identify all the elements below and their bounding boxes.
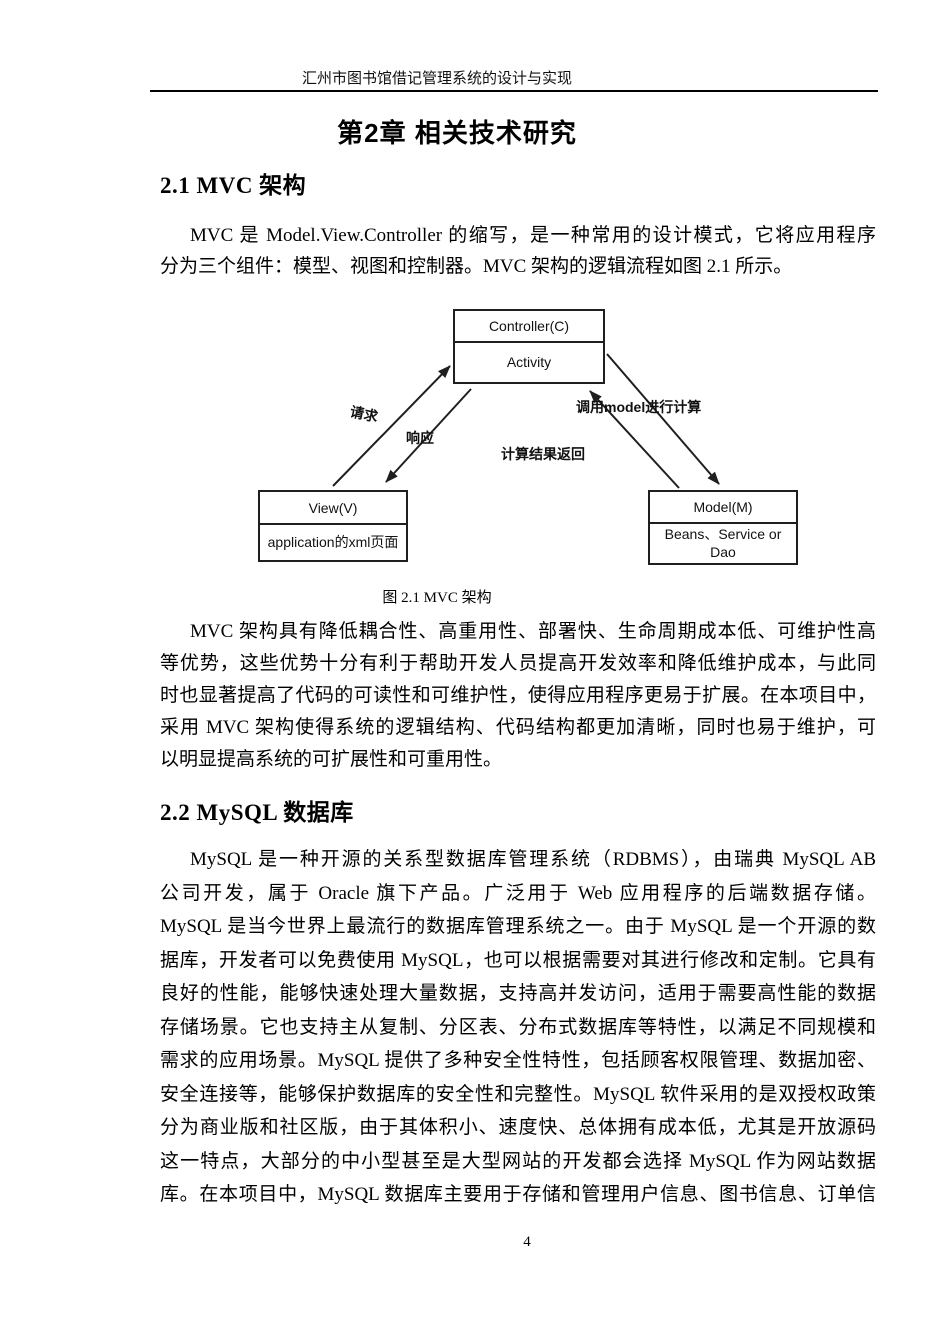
model-box-body: Beans、Service or Dao — [664, 526, 782, 560]
text-line: 公司开发，属于 Oracle 旗下产品。广泛用于 Web 应用程序的后端数据存储… — [160, 882, 876, 904]
paragraph-mvc-benefits: MVC 架构具有降低耦合性、高重用性、部署快、生命周期成本低、可维护性高等优势，… — [160, 616, 876, 776]
text-line: 采用 MVC 架构使得系统的逻辑结构、代码结构都更加清晰，同时也易于维护，可 — [160, 717, 876, 738]
model-box-title: Model(M) — [650, 492, 796, 524]
arrow-label-result-return: 计算结果返回 — [501, 446, 585, 462]
section-heading-2-1: 2.1 MVC 架构 — [160, 173, 307, 198]
view-box: View(V) application的xml页面 — [258, 490, 408, 562]
text-line: 存储场景。它也支持主从复制、分区表、分布式数据库等特性，以满足不同规模和 — [160, 1016, 876, 1038]
text-line: 库。在本项目中，MySQL 数据库主要用于存储和管理用户信息、图书信息、订单信 — [160, 1184, 876, 1205]
arrow-label-response: 响应 — [406, 430, 434, 446]
view-box-body: application的xml页面 — [267, 533, 399, 550]
text-line: 这一特点，大部分的中小型甚至是大型网站的开发都会选择 MySQL 作为网站数据 — [160, 1150, 876, 1172]
controller-box-title: Controller(C) — [455, 311, 603, 343]
paragraph-mvc-intro: MVC 是 Model.View.Controller 的缩写，是一种常用的设计… — [160, 220, 876, 282]
section-heading-2-2: 2.2 MySQL 数据库 — [160, 800, 354, 825]
arrow-call-model — [606, 353, 720, 485]
arrow-label-call-model: 调用model进行计算 — [576, 399, 702, 415]
figure-caption: 图 2.1 MVC 架构 — [382, 590, 492, 606]
text-line: 时也显著提高了代码的可读性和可维护性，使得应用程序更易于扩展。在本项目中， — [160, 685, 876, 706]
text-line: MVC 架构具有降低耦合性、高重用性、部署快、生命周期成本低、可维护性高 — [190, 621, 876, 642]
text-line: MySQL 是当今世界上最流行的数据库管理系统之一。由于 MySQL 是一个开源… — [160, 916, 876, 937]
text-line: 分为商业版和社区版，由于其体积小、速度快、总体拥有成本低，尤其是开放源码 — [160, 1117, 876, 1138]
running-header: 汇州市图书馆借记管理系统的设计与实现 — [301, 71, 573, 87]
text-line: 分为三个组件：模型、视图和控制器。MVC 架构的逻辑流程如图 2.1 所示。 — [160, 256, 793, 277]
paragraph-mysql: MySQL 是一种开源的关系型数据库管理系统（RDBMS），由瑞典 MySQL … — [160, 843, 876, 1212]
text-line: 据库，开发者可以免费使用 MySQL，也可以根据需要对其进行修改和定制。它具有 — [160, 949, 876, 971]
arrow-label-request: 请求 — [348, 403, 380, 425]
arrow-request — [332, 365, 451, 487]
controller-box-body: Activity — [506, 353, 552, 370]
controller-box: Controller(C) Activity — [453, 309, 605, 384]
text-line: 良好的性能，能够快速处理大量数据，支持高并发访问，适用于需要高性能的数据 — [160, 983, 876, 1004]
text-line: 以明显提高系统的可扩展性和可重用性。 — [160, 749, 503, 770]
text-line: MVC 是 Model.View.Controller 的缩写，是一种常用的设计… — [190, 225, 876, 246]
text-line: 需求的应用场景。MySQL 提供了多种安全性特性，包括顾客权限管理、数据加密、 — [160, 1050, 876, 1071]
model-box: Model(M) Beans、Service or Dao — [648, 490, 798, 565]
text-line: MySQL 是一种开源的关系型数据库管理系统（RDBMS），由瑞典 MySQL … — [190, 849, 876, 870]
view-box-title: View(V) — [260, 492, 406, 525]
text-line: 安全连接等，能够保护数据库的安全性和完整性。MySQL 软件采用的是双授权政策 — [160, 1083, 876, 1105]
header-rule — [150, 90, 878, 92]
page-number: 4 — [523, 1234, 531, 1250]
chapter-title: 第2章 相关技术研究 — [337, 118, 577, 148]
text-line: 等优势，这些优势十分有利于帮助开发人员提高开发效率和降低维护成本，与此同 — [160, 653, 876, 674]
